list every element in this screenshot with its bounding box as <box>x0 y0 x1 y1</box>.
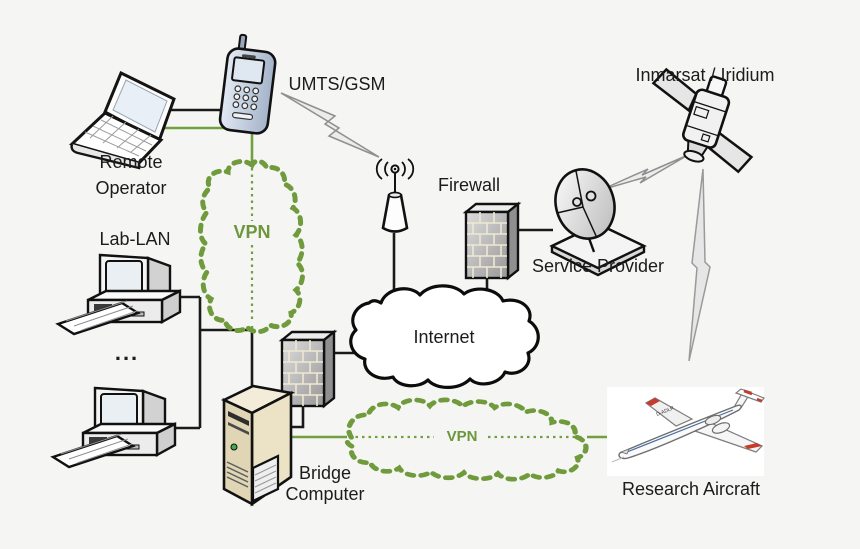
radio-link-satellite-aircraft-icon <box>688 168 711 362</box>
vpn-cloud-vertical <box>198 158 305 335</box>
server-icon <box>220 384 295 507</box>
aircraft-image: D-ADLR <box>607 387 765 476</box>
research-aircraft-label: Research Aircraft <box>621 479 761 499</box>
service-provider-label: Service Provider <box>531 256 665 276</box>
remote-operator-label: Remote Operator <box>95 152 167 199</box>
lab-lan-ellipsis: ... <box>114 340 140 365</box>
mobile-phone-icon <box>218 33 277 135</box>
firewall-service-icon <box>464 202 520 280</box>
vpn-vertical-label: VPN <box>233 222 271 242</box>
internet-cloud <box>349 284 540 389</box>
radio-link-phone-antenna-icon <box>280 92 380 158</box>
antenna-icon <box>375 158 415 233</box>
bridge-computer-label: Bridge Computer <box>285 463 365 504</box>
umts-gsm-label: UMTS/GSM <box>288 74 386 94</box>
lab-lan-label: Lab-LAN <box>99 229 171 249</box>
inmarsat-iridium-label: Inmarsat / Iridium <box>635 65 775 85</box>
vpn-cloud-horizontal <box>344 397 589 482</box>
radio-link-dish-satellite-icon <box>600 154 689 191</box>
laptop-icon <box>69 70 176 170</box>
desktop-computer-1-icon <box>56 253 182 336</box>
satellite-dish-icon <box>549 168 647 277</box>
satellite-icon <box>651 67 754 174</box>
firewall-label: Firewall <box>437 175 500 195</box>
desktop-computer-2-icon <box>51 386 177 469</box>
internet-label: Internet <box>413 327 475 347</box>
vpn-horizontal-label: VPN <box>446 428 478 445</box>
